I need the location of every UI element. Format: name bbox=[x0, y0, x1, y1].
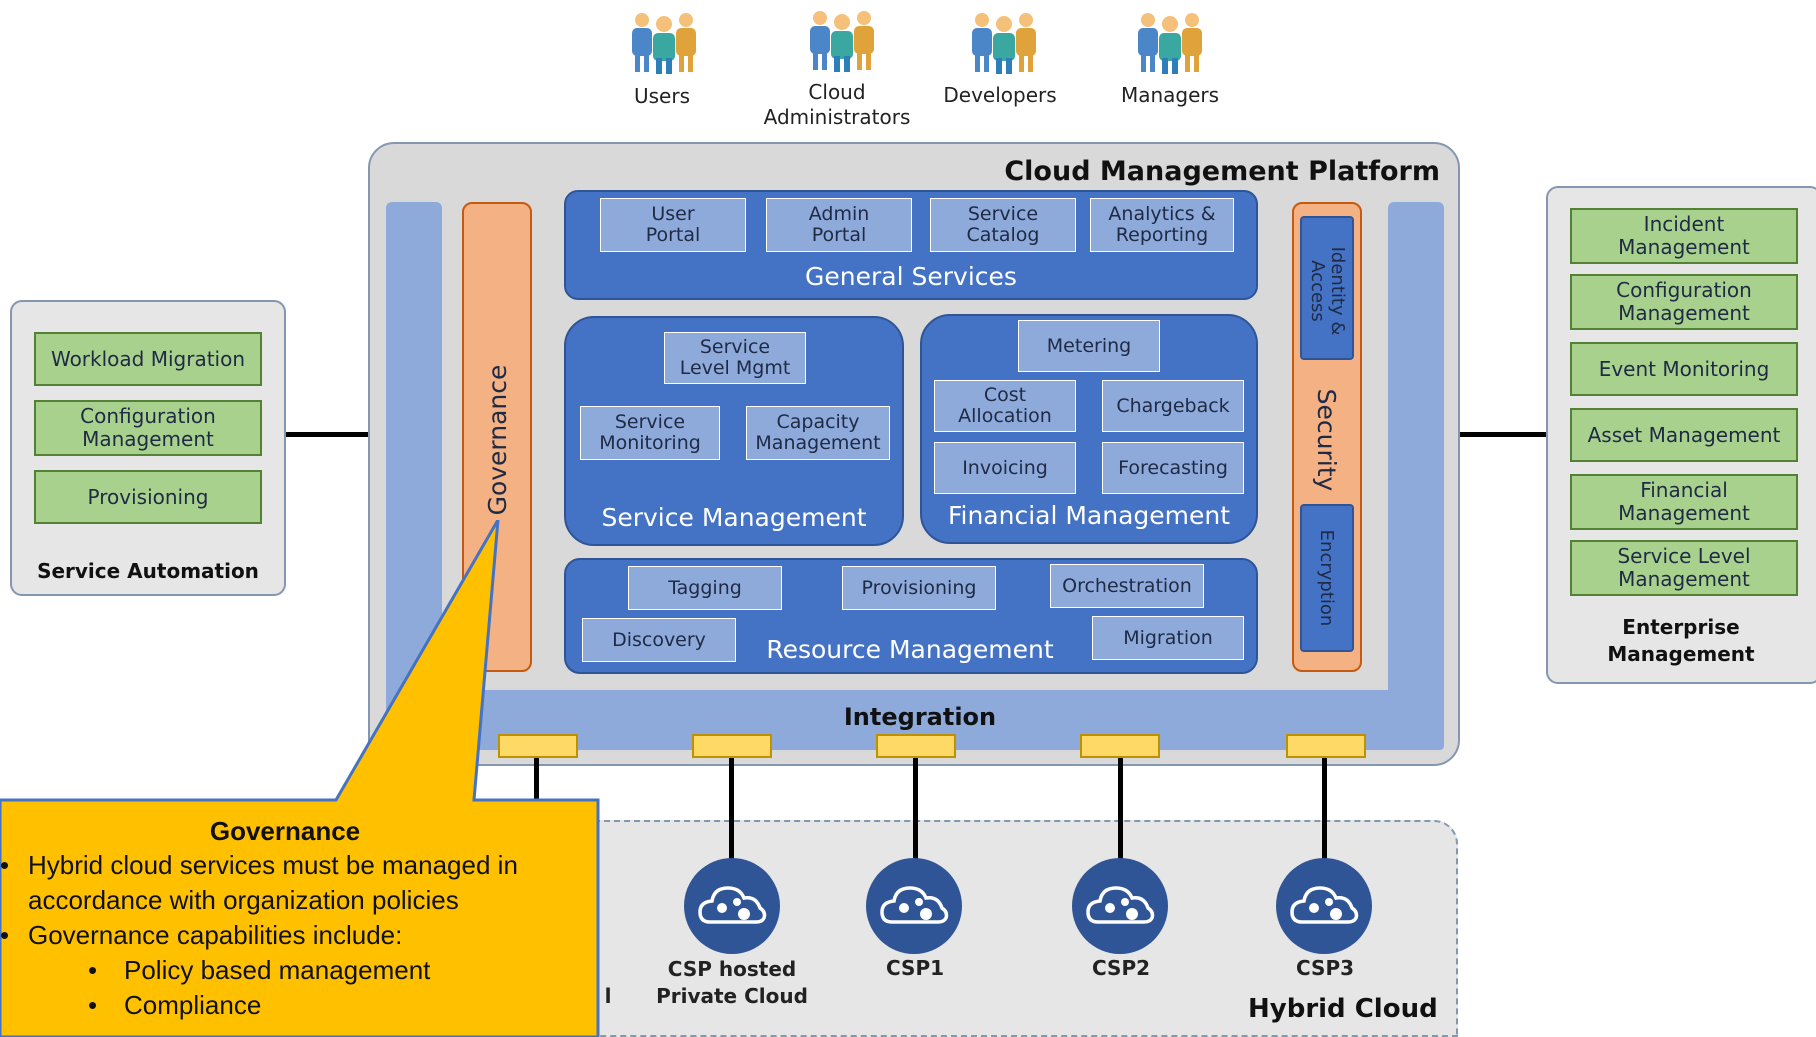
callout-sub-bullet-1: • Policy based management bbox=[0, 953, 590, 988]
developers-group-icon bbox=[972, 13, 1036, 74]
enterprise-connector bbox=[1444, 432, 1546, 437]
service-level-management-box: Service Level Management bbox=[1570, 540, 1798, 596]
orchestration-box: Orchestration bbox=[1050, 564, 1204, 608]
tagging-box: Tagging bbox=[628, 566, 782, 610]
developers-label: Developers bbox=[943, 83, 1057, 107]
bullet-dot: • bbox=[88, 990, 98, 1020]
resource-management-title: Resource Management bbox=[766, 634, 1054, 664]
incident-management-box: Incident Management bbox=[1570, 208, 1798, 264]
automation-connector bbox=[286, 432, 376, 437]
csp2-cloud-icon bbox=[1072, 858, 1168, 954]
enterprise-configuration-management-box: Configuration Management bbox=[1570, 274, 1798, 330]
general-services-title: General Services bbox=[805, 261, 1017, 291]
connector-1 bbox=[534, 758, 539, 822]
managers-label: Managers bbox=[1120, 83, 1220, 107]
bottom-port-5 bbox=[1286, 734, 1366, 758]
chargeback-box: Chargeback bbox=[1102, 380, 1244, 432]
bullet-dot: • bbox=[0, 850, 10, 880]
bottom-port-2 bbox=[692, 734, 772, 758]
event-monitoring-box: Event Monitoring bbox=[1570, 342, 1798, 396]
callout-sub-bullet-2: • Compliance bbox=[0, 988, 590, 1023]
discovery-box: Discovery bbox=[582, 618, 736, 662]
cloud-administrators-group-icon bbox=[810, 11, 874, 72]
enterprise-management-title: Enterprise Management bbox=[1607, 615, 1755, 666]
user-portal-box: User Portal bbox=[600, 198, 746, 252]
connector-5 bbox=[1322, 758, 1327, 866]
bottom-port-1 bbox=[498, 734, 578, 758]
analytics-reporting-box: Analytics & Reporting bbox=[1090, 198, 1234, 252]
integration-label: Integration bbox=[843, 703, 997, 731]
encryption-label: Encryption bbox=[1316, 529, 1338, 627]
workload-migration-box: Workload Migration bbox=[34, 332, 262, 386]
csp1-cloud-icon bbox=[866, 858, 962, 954]
financial-management-title: Financial Management bbox=[947, 500, 1231, 530]
service-monitoring-box: Service Monitoring bbox=[580, 406, 720, 460]
migration-box: Migration bbox=[1092, 616, 1244, 660]
configuration-management-box: Configuration Management bbox=[34, 400, 262, 456]
service-management-title: Service Management bbox=[601, 502, 867, 532]
bottom-port-3 bbox=[876, 734, 956, 758]
invoicing-box: Invoicing bbox=[934, 442, 1076, 494]
csp1-label: CSP1 bbox=[885, 956, 945, 980]
admin-portal-box: Admin Portal bbox=[766, 198, 912, 252]
users-label: Users bbox=[633, 84, 690, 108]
csp3-cloud-icon bbox=[1276, 858, 1372, 954]
service-catalog-box: Service Catalog bbox=[930, 198, 1076, 252]
governance-callout bbox=[0, 520, 600, 1037]
capacity-management-box: Capacity Management bbox=[746, 406, 890, 460]
cloud-administrators-label: Cloud Administrators bbox=[763, 80, 911, 129]
resource-provisioning-box: Provisioning bbox=[842, 566, 996, 610]
managers-group-icon bbox=[1138, 13, 1202, 74]
metering-box: Metering bbox=[1018, 320, 1160, 372]
bottom-port-4 bbox=[1080, 734, 1160, 758]
callout-bullet-1: • Hybrid cloud services must be managed … bbox=[0, 850, 518, 915]
hybrid-cloud-title: Hybrid Cloud bbox=[1248, 994, 1438, 1024]
financial-management-box: Financial Management bbox=[1570, 474, 1798, 530]
service-level-mgmt-box: Service Level Mgmt bbox=[664, 332, 806, 384]
bullet-dot: • bbox=[88, 955, 98, 985]
bullet-dot: • bbox=[0, 920, 10, 950]
encryption-box bbox=[1300, 504, 1354, 652]
csp-hosted-private-cloud-icon bbox=[684, 858, 780, 954]
partial-hidden-label: l bbox=[604, 984, 612, 1008]
csp-hosted-private-cloud-label: CSP hosted Private Cloud bbox=[656, 957, 808, 1008]
callout-body: • Hybrid cloud services must be managed … bbox=[0, 848, 590, 1023]
provisioning-box: Provisioning bbox=[34, 470, 262, 524]
integration-right-bar bbox=[1388, 202, 1444, 750]
identity-access-box bbox=[1300, 216, 1354, 360]
connector-4 bbox=[1118, 758, 1123, 866]
asset-management-box: Asset Management bbox=[1570, 408, 1798, 462]
csp2-label: CSP2 bbox=[1091, 956, 1151, 980]
connector-2 bbox=[729, 758, 734, 866]
platform-title: Cloud Management Platform bbox=[1004, 156, 1440, 187]
forecasting-box: Forecasting bbox=[1102, 442, 1244, 494]
callout-title: Governance bbox=[209, 815, 361, 846]
connector-3 bbox=[913, 758, 918, 866]
callout-bullet-2: • Governance capabilities include: bbox=[0, 918, 590, 953]
cost-allocation-box: Cost Allocation bbox=[934, 380, 1076, 432]
csp3-label: CSP3 bbox=[1295, 956, 1355, 980]
service-automation-title: Service Automation bbox=[37, 559, 259, 583]
users-group-icon bbox=[632, 13, 696, 74]
